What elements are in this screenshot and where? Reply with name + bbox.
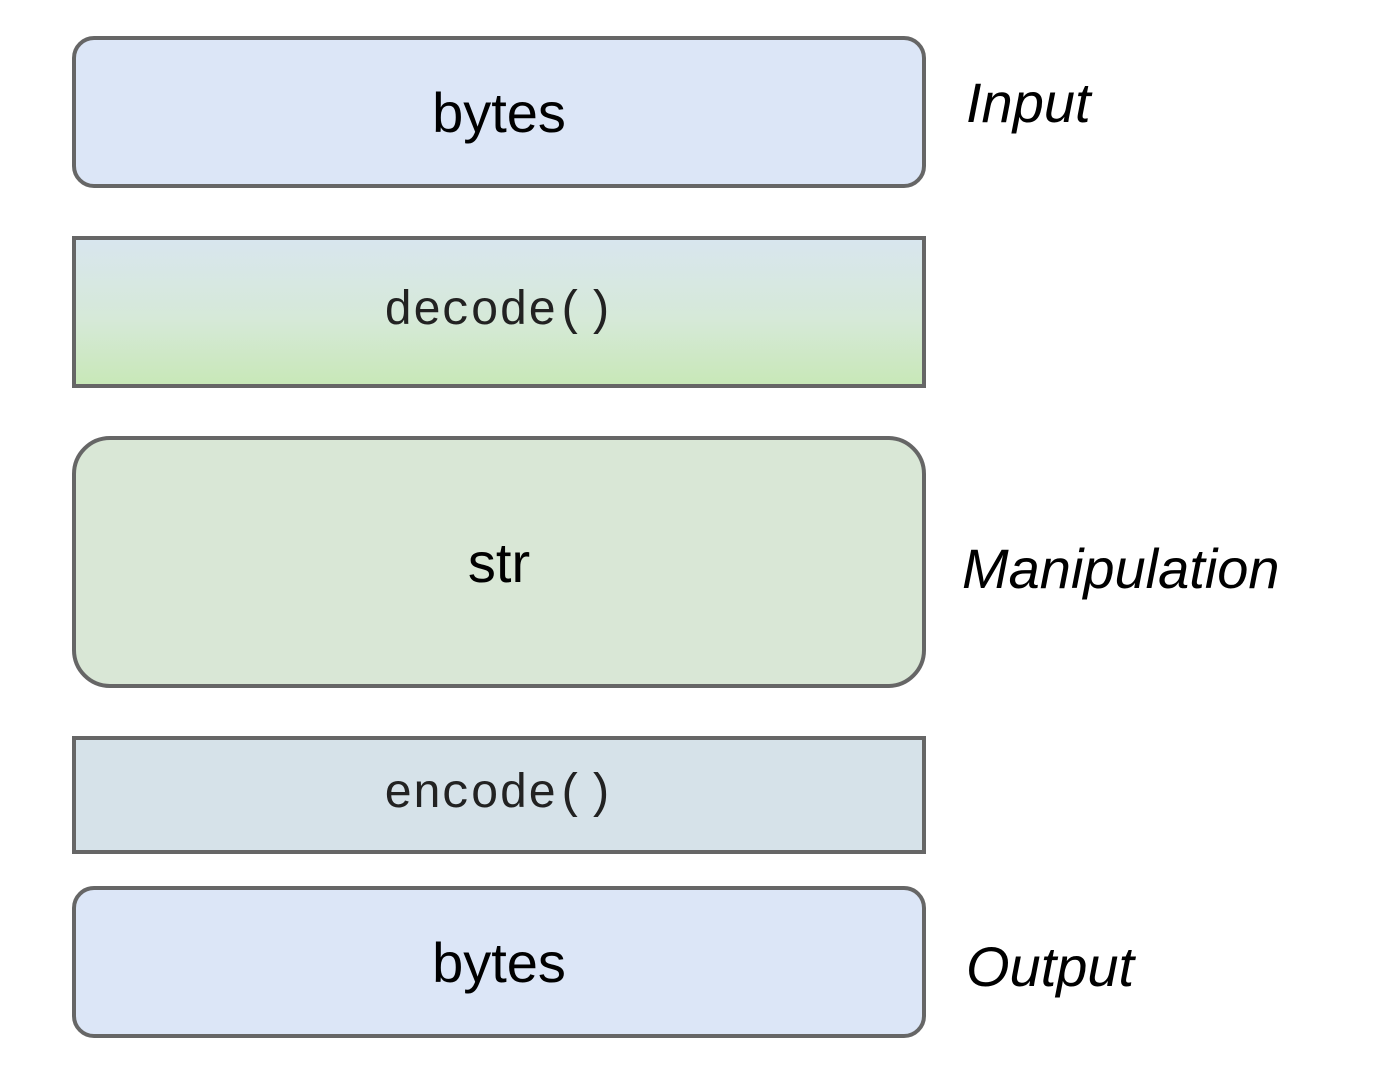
- stage-label-manipulation: Manipulation: [962, 537, 1280, 600]
- decode-label: decode(): [383, 285, 615, 339]
- str-block: str: [72, 436, 926, 688]
- bytes-output-label: bytes: [432, 930, 566, 994]
- stage-label-input: Input: [966, 71, 1091, 134]
- bytes-input-block: bytes: [72, 36, 926, 188]
- stage-label-output: Output: [966, 935, 1135, 998]
- decode-step-block: decode(): [72, 236, 926, 388]
- encode-step-block: encode(): [72, 736, 926, 854]
- encode-label: encode(): [383, 768, 615, 822]
- str-label: str: [467, 530, 531, 594]
- bytes-input-label: bytes: [432, 80, 566, 144]
- bytes-output-block: bytes: [72, 886, 926, 1038]
